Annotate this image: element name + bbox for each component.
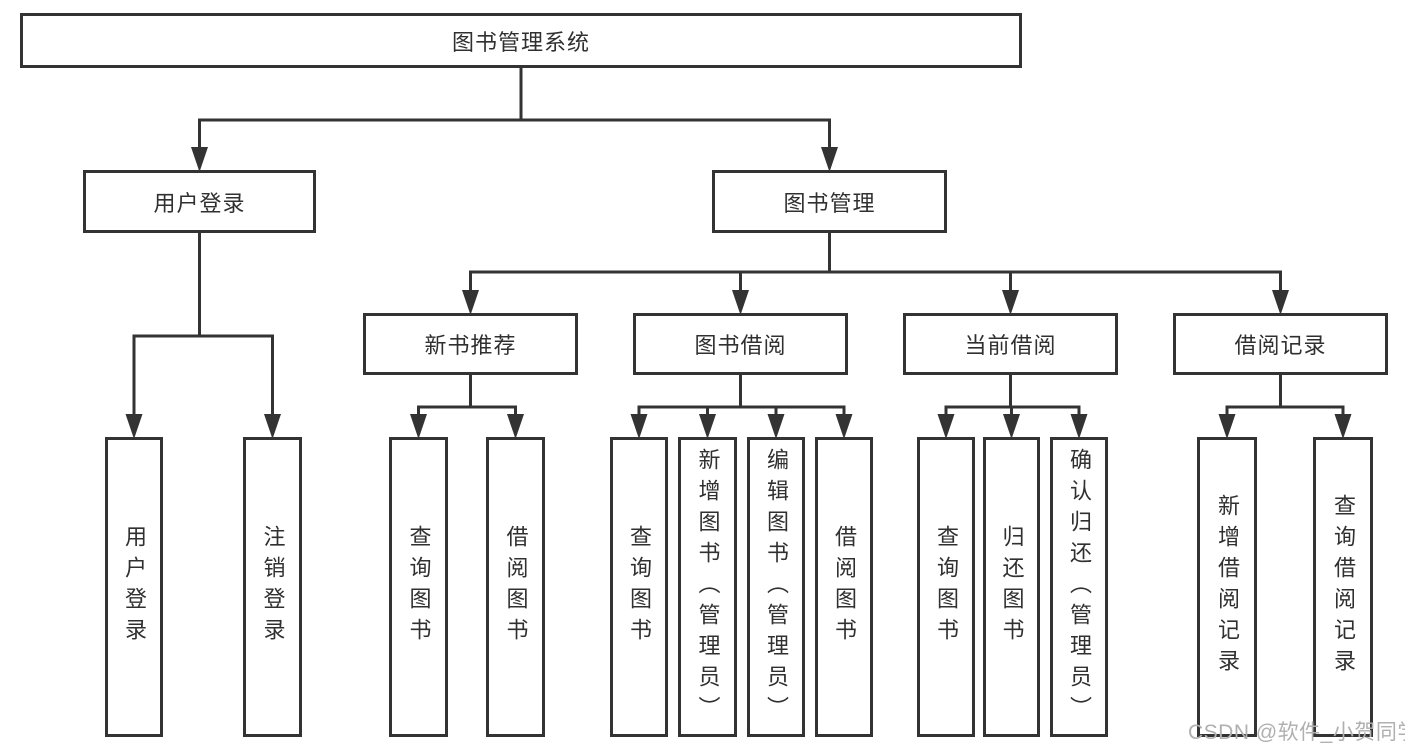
arrowhead (191, 147, 208, 172)
node-book-borrow: 图书借阅 (633, 313, 848, 375)
arrowhead (630, 414, 648, 439)
arrowhead (1070, 414, 1088, 439)
arrowhead (1002, 290, 1019, 315)
node-v-return-book: 归还图书 (983, 437, 1040, 737)
node-label-v-borrow-book-1: 借阅图书 (503, 525, 529, 649)
node-user-login: 用户登录 (83, 170, 316, 233)
node-borrow-records: 借阅记录 (1173, 313, 1388, 375)
node-label-v-edit-book: 编辑图书（管理员） (764, 447, 789, 727)
node-label-book-mgmt: 图书管理 (783, 190, 876, 216)
arrowhead (732, 290, 749, 315)
node-v-logout: 注销登录 (243, 437, 302, 737)
node-label-new-book-rec: 新书推荐 (424, 333, 517, 358)
node-new-book-rec: 新书推荐 (363, 313, 578, 375)
arrowhead (507, 414, 524, 439)
node-label-v-logout: 注销登录 (260, 525, 286, 649)
node-current-borrow: 当前借阅 (903, 313, 1118, 375)
node-label-book-borrow: 图书借阅 (694, 333, 787, 358)
node-label-v-confirm-return: 确认归还（管理员） (1067, 447, 1092, 727)
node-v-borrow-book-1: 借阅图书 (486, 437, 545, 737)
node-label-v-add-book: 新增图书（管理员） (695, 447, 721, 727)
node-root: 图书管理系统 (20, 13, 1022, 68)
node-v-confirm-return: 确认归还（管理员） (1050, 437, 1108, 737)
arrowhead (937, 414, 955, 439)
node-label-v-query-book-2: 查询图书 (627, 525, 652, 649)
node-label-root: 图书管理系统 (451, 29, 590, 55)
arrowhead (1272, 290, 1289, 315)
node-label-user-login: 用户登录 (153, 190, 246, 216)
node-label-v-query-book-3: 查询图书 (934, 525, 959, 649)
node-v-borrow-book-2: 借阅图书 (815, 437, 873, 737)
arrowhead (1218, 414, 1236, 439)
node-label-current-borrow: 当前借阅 (964, 333, 1057, 358)
arrowhead (821, 147, 838, 172)
node-label-v-add-record: 新增借阅记录 (1215, 494, 1240, 680)
arrowhead (835, 414, 853, 439)
node-label-borrow-records: 借阅记录 (1234, 333, 1327, 358)
node-label-v-borrow-book-2: 借阅图书 (832, 525, 857, 649)
arrowhead (462, 290, 479, 315)
node-label-v-query-book-1: 查询图书 (406, 525, 432, 649)
node-v-query-book-2: 查询图书 (610, 437, 668, 737)
node-label-v-query-record: 查询借阅记录 (1331, 494, 1356, 680)
arrowhead (125, 414, 143, 439)
csdn-watermark: CSDN @软件_小贺同学 (1188, 721, 1405, 744)
arrowhead (264, 414, 281, 439)
node-v-query-book-1: 查询图书 (389, 437, 448, 737)
node-book-mgmt: 图书管理 (712, 170, 947, 233)
node-v-add-book: 新增图书（管理员） (678, 437, 737, 737)
arrowhead (767, 414, 785, 439)
node-v-query-book-3: 查询图书 (917, 437, 975, 737)
arrowhead (1334, 414, 1352, 439)
node-v-query-record: 查询借阅记录 (1313, 437, 1373, 737)
node-v-add-record: 新增借阅记录 (1197, 437, 1257, 737)
node-v-edit-book: 编辑图书（管理员） (747, 437, 805, 737)
arrowhead (699, 414, 716, 439)
node-label-v-user-login: 用户登录 (122, 525, 147, 649)
node-label-v-return-book: 归还图书 (999, 525, 1025, 649)
arrowhead (1003, 414, 1020, 439)
arrowhead (410, 414, 427, 439)
node-v-user-login: 用户登录 (105, 437, 163, 737)
